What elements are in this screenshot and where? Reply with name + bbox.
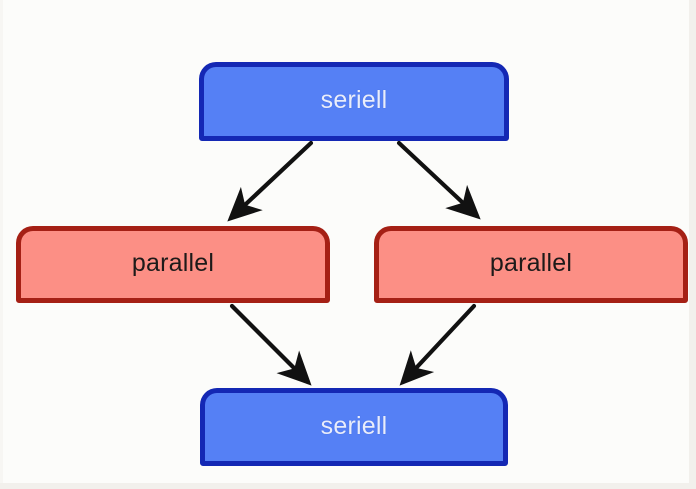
edge-left-parallel-to-bottom	[229, 303, 312, 386]
edge-top-to-left-parallel	[227, 140, 314, 222]
node-right-parallel[interactable]: parallel	[374, 226, 688, 303]
node-bottom-serial[interactable]: seriell	[200, 388, 508, 466]
node-left-parallel[interactable]: parallel	[16, 226, 330, 303]
node-right-parallel-label: parallel	[489, 249, 573, 277]
canvas-bottom-margin	[0, 483, 696, 489]
edge-right-parallel-to-bottom	[399, 303, 477, 386]
node-left-parallel-label: parallel	[131, 249, 215, 277]
node-top-serial-label: seriell	[320, 86, 388, 114]
node-top-serial[interactable]: seriell	[199, 62, 509, 141]
edge-top-to-right-parallel	[396, 140, 481, 220]
canvas-left-margin	[0, 0, 3, 489]
canvas-right-margin	[689, 0, 696, 489]
node-bottom-serial-label: seriell	[320, 411, 388, 440]
